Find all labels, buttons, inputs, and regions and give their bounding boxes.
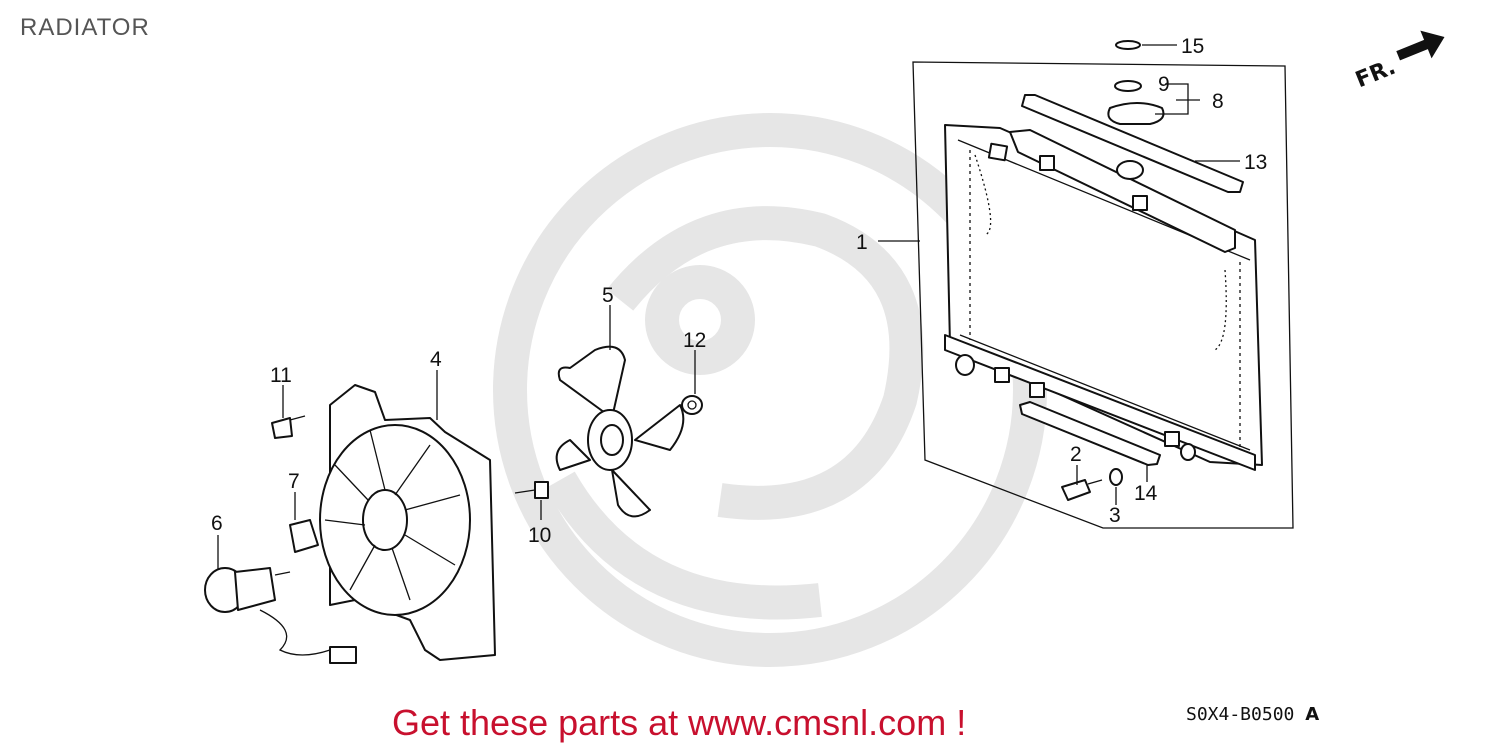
connector-bracket [289,519,319,553]
diagram-code: S0X4-B0500 A [1186,704,1319,725]
callout-6: 6 [211,512,223,535]
cmsnl-link[interactable]: Get these parts at www.cmsnl.com ! [392,702,967,743]
lower-cushion [1019,401,1161,466]
fan-mount-bolt [514,481,549,499]
diagram-code-number: S0X4-B0500 [1186,704,1295,725]
callout-12: 12 [683,329,706,352]
cap-seal [1114,80,1142,92]
callout-leaders [217,44,1240,570]
callout-7: 7 [288,470,300,493]
callout-15: 15 [1181,35,1204,58]
callout-5: 5 [602,284,614,307]
front-direction-arrow: FR. [1352,30,1445,93]
callout-14: 14 [1134,482,1158,505]
callout-8: 8 [1212,90,1224,113]
callout-10: 10 [528,524,551,547]
callout-2: 2 [1070,443,1082,466]
fan-nut [681,395,703,415]
fan-motor [204,567,357,664]
page-title: RADIATOR [20,14,150,41]
callout-4: 4 [430,348,442,371]
cooling-fan [555,345,685,518]
callout-9: 9 [1158,73,1170,96]
radiator-group-outline [912,61,1294,529]
callout-1: 1 [856,231,868,254]
shroud-bolt [271,415,306,439]
fan-shroud [319,384,496,661]
diagram-code-suffix: A [1305,704,1320,725]
svg-text:FR.: FR. [1352,55,1399,93]
upper-cushion [1021,94,1244,193]
callout-13: 13 [1244,151,1267,174]
o-ring [1115,40,1141,50]
callout-3: 3 [1109,504,1121,527]
radiator-core [944,124,1263,471]
drain-washer [1109,468,1123,486]
callouts: 1 2 3 4 5 6 7 8 9 10 11 12 13 14 15 [211,35,1267,547]
callout-11: 11 [270,364,292,387]
drain-plug [1061,479,1103,501]
radiator-cap [1107,102,1165,125]
